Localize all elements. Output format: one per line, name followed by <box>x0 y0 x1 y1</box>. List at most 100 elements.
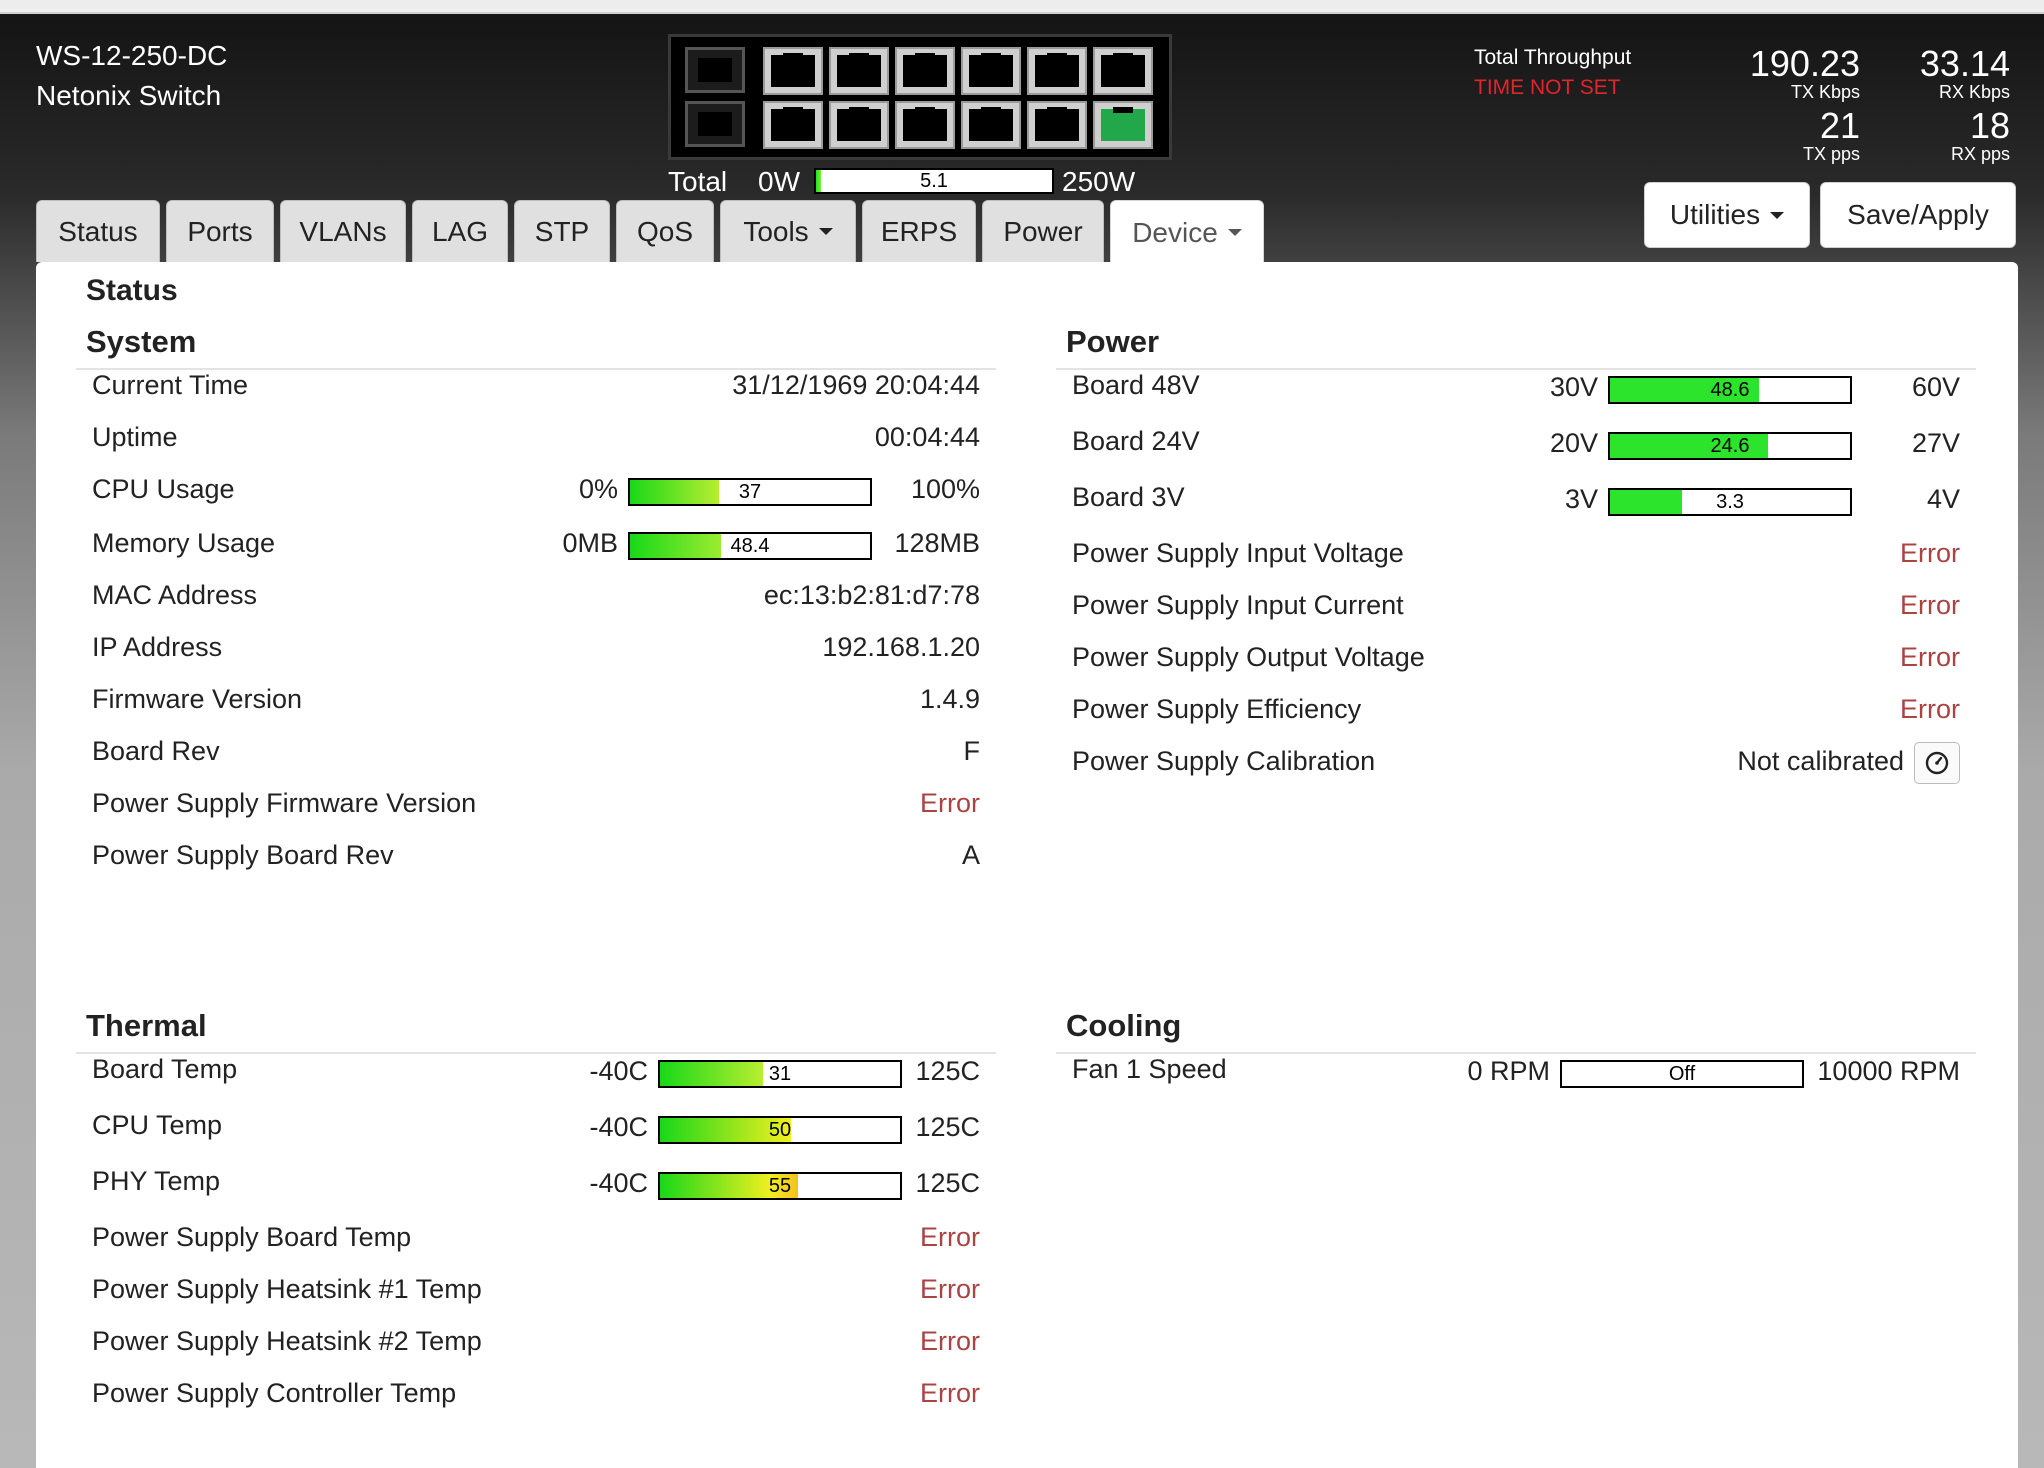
ps-output-voltage-value: Error <box>1900 642 1960 672</box>
tab-qos-label: QoS <box>636 215 694 247</box>
port-4[interactable] <box>829 101 889 149</box>
board-3v-fill <box>1610 490 1682 514</box>
tab-power[interactable]: Power <box>982 200 1104 262</box>
time-warning: TIME NOT SET <box>1474 76 1621 99</box>
tab-erps[interactable]: ERPS <box>862 200 976 262</box>
port-2[interactable] <box>763 101 823 149</box>
ps-board-rev-value: A <box>961 840 980 870</box>
board-48v-min: 30V <box>1549 372 1598 402</box>
memory-usage-min: 0MB <box>562 528 618 558</box>
tab-power-label: Power <box>1003 215 1083 247</box>
ps-controller-temp-row: Power Supply Controller Temp Error <box>92 1378 980 1418</box>
board-temp-max: 125C <box>915 1056 980 1086</box>
tx-pps-stat: 21 TX pps <box>1700 108 1860 165</box>
mac-address-value: ec:13:b2:81:d7:78 <box>763 580 980 610</box>
cpu-temp-min: -40C <box>589 1112 648 1142</box>
fan1-speed-value: Off <box>1668 1063 1696 1085</box>
port-8[interactable] <box>961 101 1021 149</box>
tab-stp[interactable]: STP <box>514 200 610 262</box>
port-12[interactable] <box>1093 101 1153 149</box>
cpu-usage-max: 100% <box>910 474 980 504</box>
port-11[interactable] <box>1093 47 1153 95</box>
tab-tools[interactable]: Tools <box>720 200 856 262</box>
phy-temp-min: -40C <box>589 1168 648 1198</box>
tab-status[interactable]: Status <box>36 200 160 262</box>
tab-ports[interactable]: Ports <box>166 200 274 262</box>
ps-firmware-row: Power Supply Firmware Version Error <box>92 788 980 828</box>
memory-usage-row: Memory Usage 0MB 48.4 128MB <box>92 528 980 568</box>
uptime-value: 00:04:44 <box>874 422 980 452</box>
tab-device[interactable]: Device <box>1110 200 1264 264</box>
system-section: System Current Time 31/12/1969 20:04:44 … <box>76 324 996 884</box>
tx-kbps-stat: 190.23 TX Kbps <box>1700 46 1860 103</box>
board-temp-bar: 31 <box>658 1060 902 1088</box>
tab-vlans-label: VLANs <box>299 215 387 247</box>
firmware-label: Firmware Version <box>92 684 303 714</box>
cpu-usage-label: CPU Usage <box>92 474 235 504</box>
sfp-port-2[interactable] <box>685 101 745 147</box>
cpu-usage-row: CPU Usage 0% 37 100% <box>92 474 980 514</box>
chevron-down-icon <box>1770 211 1785 219</box>
utilities-button[interactable]: Utilities <box>1644 182 1810 248</box>
memory-usage-max: 128MB <box>894 528 980 558</box>
port-3[interactable] <box>829 47 889 95</box>
ps-firmware-value: Error <box>920 788 980 818</box>
save-apply-button[interactable]: Save/Apply <box>1820 182 2016 248</box>
browser-top-edge <box>0 0 2044 14</box>
power-total-label: Total <box>668 166 728 197</box>
port-6[interactable] <box>895 101 955 149</box>
uptime-row: Uptime 00:04:44 <box>92 422 980 462</box>
power-heading: Power <box>1056 324 1976 370</box>
board-24v-bar: 24.6 <box>1608 432 1852 460</box>
board-24v-max: 27V <box>1911 428 1960 458</box>
fan1-speed-min: 0 RPM <box>1467 1056 1550 1086</box>
port-7[interactable] <box>961 47 1021 95</box>
board-rev-value: F <box>963 736 981 766</box>
cpu-temp-max: 125C <box>915 1112 980 1142</box>
cpu-usage-value: 37 <box>738 481 762 503</box>
board-48v-max: 60V <box>1911 372 1960 402</box>
board-48v-meter: 30V 48.6 60V <box>1512 368 1960 412</box>
tab-stp-label: STP <box>534 215 590 247</box>
port-9[interactable] <box>1027 47 1087 95</box>
board-3v-value: 3.3 <box>1716 491 1744 513</box>
calibrate-button[interactable] <box>1914 742 1960 784</box>
rx-kbps-value: 33.14 <box>1919 43 2010 84</box>
rx-pps-stat: 18 RX pps <box>1850 108 2010 165</box>
tx-kbps-unit: TX Kbps <box>1790 82 1860 102</box>
fan1-speed-label: Fan 1 Speed <box>1072 1054 1227 1084</box>
current-time-label: Current Time <box>92 370 249 400</box>
port-10[interactable] <box>1027 101 1087 149</box>
board-24v-min: 20V <box>1549 428 1598 458</box>
status-content: Status System Current Time 31/12/1969 20… <box>36 262 2018 1468</box>
cooling-section: Cooling Fan 1 Speed 0 RPM Off 10000 RPM <box>1056 1008 1976 1128</box>
cpu-temp-meter: -40C 50 125C <box>532 1108 980 1152</box>
port-1[interactable] <box>763 47 823 95</box>
sfp-port-1[interactable] <box>685 47 745 93</box>
tab-vlans[interactable]: VLANs <box>280 200 406 262</box>
ps-efficiency-row: Power Supply Efficiency Error <box>1072 694 1960 734</box>
tab-ports-label: Ports <box>187 215 253 247</box>
save-apply-label: Save/Apply <box>1847 199 1989 230</box>
ps-calibration-row: Power Supply Calibration Not calibrated <box>1072 742 1960 786</box>
board-3v-bar: 3.3 <box>1608 488 1852 516</box>
board-temp-row: Board Temp -40C 31 125C <box>92 1054 980 1094</box>
board-temp-label: Board Temp <box>92 1054 238 1084</box>
power-total-fill <box>816 170 821 192</box>
board-rev-row: Board Rev F <box>92 736 980 776</box>
ps-controller-temp-label: Power Supply Controller Temp <box>92 1378 457 1408</box>
system-heading: System <box>76 324 996 370</box>
board-rev-label: Board Rev <box>92 736 220 766</box>
tab-tools-label: Tools <box>743 215 809 247</box>
utilities-label: Utilities <box>1669 199 1761 230</box>
board-temp-meter: -40C 31 125C <box>532 1052 980 1096</box>
ps-input-voltage-row: Power Supply Input Voltage Error <box>1072 538 1960 578</box>
board-24v-fill <box>1610 434 1768 458</box>
device-name: Netonix Switch <box>36 80 222 111</box>
port-5[interactable] <box>895 47 955 95</box>
tab-qos[interactable]: QoS <box>616 200 714 262</box>
tab-lag[interactable]: LAG <box>412 200 508 262</box>
ps-firmware-label: Power Supply Firmware Version <box>92 788 477 818</box>
board-3v-min: 3V <box>1564 484 1598 514</box>
tab-erps-label: ERPS <box>880 215 958 247</box>
